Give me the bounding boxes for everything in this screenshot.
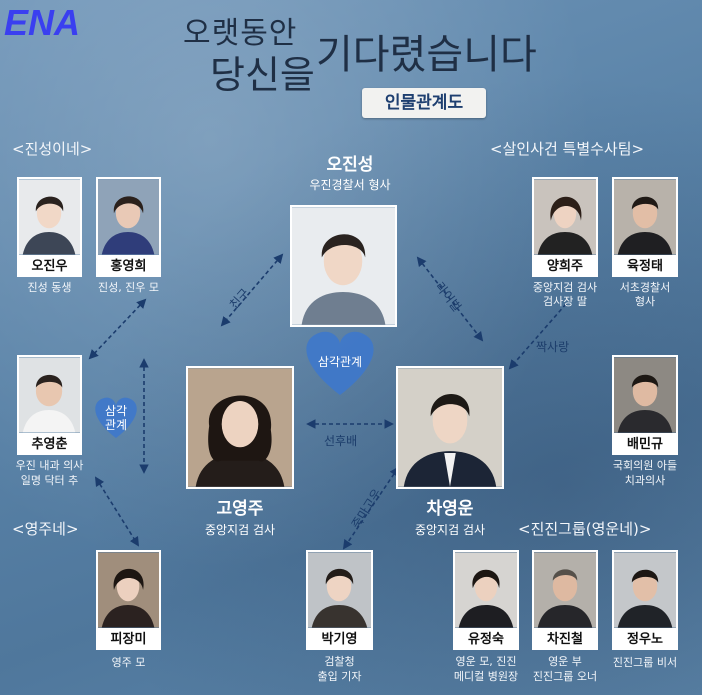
photo-ojinwoo bbox=[17, 177, 82, 257]
name-parkkiyoung: 박기영 bbox=[306, 630, 373, 650]
portrait-baeminkyu bbox=[614, 357, 676, 433]
portrait-hongyounghee bbox=[98, 179, 159, 255]
name-hongyounghee: 홍영희 bbox=[96, 257, 161, 277]
main-name-ojinseong: 오진성 bbox=[326, 155, 374, 175]
portrait-pijangmi bbox=[98, 552, 159, 628]
desc-chajincheol-1: 영운 부 bbox=[548, 655, 582, 668]
desc-ojinwoo: 진성 동생 bbox=[27, 281, 72, 294]
photo-chuyoungchun bbox=[17, 355, 82, 435]
group-youngju: <영주네> bbox=[12, 520, 79, 538]
photo-baeminkyu bbox=[612, 355, 678, 435]
title-line-3: 기다렸습니다 bbox=[316, 32, 537, 78]
portrait-yangheeju bbox=[534, 179, 596, 255]
label-crush: 짝사랑 bbox=[536, 340, 570, 354]
portrait-chayoungun bbox=[398, 368, 502, 487]
desc-chuyoungchun-2: 일명 닥터 추 bbox=[20, 474, 79, 487]
name-yujeongsuk: 유정숙 bbox=[453, 630, 519, 650]
heart-triangle bbox=[306, 331, 374, 395]
line-bamboo bbox=[342, 466, 400, 550]
title-line-1: 오랫동안 bbox=[183, 16, 298, 51]
photo-parkkiyoung bbox=[306, 550, 373, 630]
main-role-goyoungju: 중앙지검 검사 bbox=[204, 523, 276, 537]
photo-chajincheol bbox=[532, 550, 598, 630]
photo-pijangmi bbox=[96, 550, 161, 630]
portrait-jeongwoono bbox=[614, 552, 676, 628]
main-role-ojinseong: 우진경찰서 형사 bbox=[309, 178, 391, 192]
name-baeminkyu: 배민규 bbox=[612, 435, 678, 455]
label-senior-junior: 선후배 bbox=[324, 434, 358, 448]
desc-parkkiyoung-2: 출입 기자 bbox=[317, 670, 362, 683]
desc-chuyoungchun-1: 우진 내과 의사 bbox=[15, 459, 84, 472]
desc-hongyounghee: 진성, 진우 모 bbox=[97, 281, 160, 294]
desc-parkkiyoung-1: 검찰청 bbox=[324, 655, 355, 668]
label-triangle: 삼각관계 bbox=[317, 355, 363, 369]
name-chuyoungchun: 추영춘 bbox=[17, 435, 82, 455]
photo-yujeongsuk bbox=[453, 550, 519, 630]
portrait-yukjeongtae bbox=[614, 179, 676, 255]
portrait-chajincheol bbox=[534, 552, 596, 628]
desc-baeminkyu-2: 치과의사 bbox=[624, 474, 666, 487]
main-name-goyoungju: 고영주 bbox=[216, 499, 264, 519]
group-jinjin: <진진그룹(영운네)> bbox=[518, 520, 652, 538]
desc-yukjeongtae-2: 형사 bbox=[634, 295, 656, 308]
heart-triangle-small bbox=[95, 397, 137, 438]
line-rival bbox=[416, 256, 484, 342]
photo-yangheeju bbox=[532, 177, 598, 257]
label-triangle-small-1: 삼각 bbox=[104, 404, 128, 418]
desc-yangheeju-1: 중앙지검 검사 bbox=[532, 281, 598, 294]
name-chajincheol: 차진철 bbox=[532, 630, 598, 650]
desc-yangheeju-2: 검사장 딸 bbox=[543, 295, 587, 308]
desc-jeongwoono: 진진그룹 비서 bbox=[612, 656, 678, 669]
name-ojinwoo: 오진우 bbox=[17, 257, 82, 277]
portrait-ojinwoo bbox=[19, 179, 80, 255]
svg-text:ENA: ENA bbox=[4, 2, 80, 42]
ena-logo: ENA bbox=[4, 2, 80, 42]
line-friend bbox=[220, 253, 284, 327]
photo-hongyounghee bbox=[96, 177, 161, 257]
desc-baeminkyu-1: 국회의원 아들 bbox=[612, 459, 678, 472]
portrait-yujeongsuk bbox=[455, 552, 517, 628]
photo-goyoungju bbox=[186, 366, 294, 489]
line-crush bbox=[508, 303, 567, 370]
main-name-chayoungun: 차영운 bbox=[426, 499, 474, 519]
portrait-goyoungju bbox=[188, 368, 292, 487]
name-yangheeju: 양희주 bbox=[532, 257, 598, 277]
label-triangle-small-2: 관계 bbox=[104, 418, 128, 432]
photo-yukjeongtae bbox=[612, 177, 678, 257]
line-chu-pijangmi bbox=[94, 476, 140, 547]
portrait-parkkiyoung bbox=[308, 552, 371, 628]
name-jeongwoono: 정우노 bbox=[612, 630, 678, 650]
name-yukjeongtae: 육정태 bbox=[612, 257, 678, 277]
subtitle-badge: 인물관계도 bbox=[362, 88, 486, 118]
title-line-2: 당신을 bbox=[210, 53, 315, 97]
portrait-chuyoungchun bbox=[19, 357, 80, 433]
photo-ojinseong bbox=[290, 205, 397, 327]
main-role-chayoungun: 중앙지검 검사 bbox=[414, 523, 486, 537]
desc-chajincheol-2: 진진그룹 오너 bbox=[532, 670, 598, 683]
desc-pijangmi: 영주 모 bbox=[111, 656, 146, 669]
name-pijangmi: 피장미 bbox=[96, 630, 161, 650]
desc-yujeongsuk-1: 영운 모, 진진 bbox=[455, 655, 517, 668]
photo-jeongwoono bbox=[612, 550, 678, 630]
desc-yukjeongtae-1: 서초경찰서 bbox=[619, 281, 671, 294]
photo-chayoungun bbox=[396, 366, 504, 489]
line-jinseong-chu bbox=[88, 298, 147, 360]
portrait-ojinseong bbox=[292, 207, 395, 325]
group-special-team: <살인사건 특별수사팀> bbox=[490, 140, 645, 158]
group-jinseong: <진성이네> bbox=[12, 140, 93, 158]
desc-yujeongsuk-2: 메디컬 병원장 bbox=[453, 670, 519, 683]
